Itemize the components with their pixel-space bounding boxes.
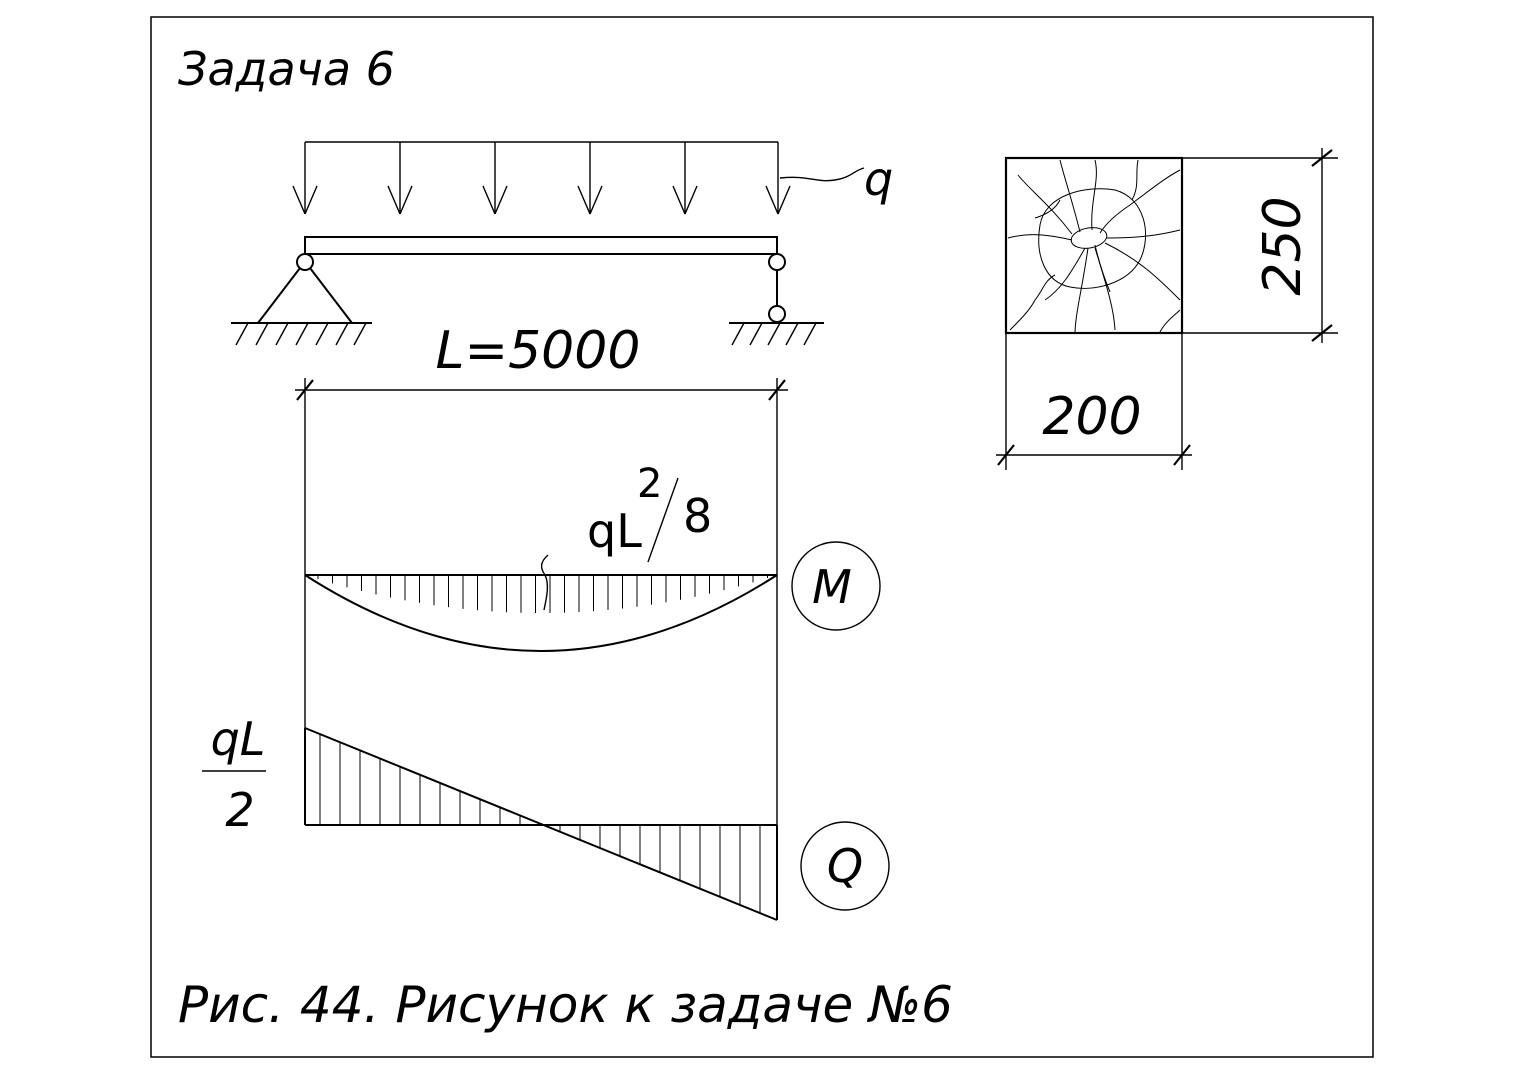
task-title: Задача 6 (178, 42, 395, 96)
moment-formula-base: qL (587, 504, 642, 558)
timber-cross-section (1004, 156, 1184, 335)
load-arrow-head (494, 185, 508, 215)
load-arrow-head (684, 185, 698, 215)
moment-diagram (304, 574, 778, 652)
section-width-label: 200 (1042, 387, 1141, 447)
shear-diagram-marker (800, 821, 890, 911)
load-arrow-head (482, 185, 496, 215)
load-arrow-head (577, 185, 591, 215)
load-arrow-head (304, 185, 318, 215)
shear-diagram-label: Q (827, 839, 863, 893)
figure-caption: Рис. 44. Рисунок к задаче №6 (178, 976, 953, 1034)
roller-support (729, 253, 824, 346)
section-width-dimension (996, 333, 1192, 470)
projection-lines (304, 378, 778, 920)
load-arrow-head (292, 185, 306, 215)
shear-formula-numerator: qL (211, 712, 266, 766)
load-label: q (864, 152, 893, 206)
load-arrow-head (765, 185, 779, 215)
section-height-label: 250 (1253, 196, 1313, 295)
span-dimension-label: L=5000 (436, 321, 641, 381)
load-arrow-head (672, 185, 686, 215)
wood-grain-pattern (1007, 159, 1181, 333)
moment-leader-line (540, 554, 549, 611)
shear-formula-denominator: 2 (225, 783, 254, 837)
load-arrow-head (387, 185, 401, 215)
load-arrow-head (777, 185, 791, 215)
span-dimension-line (295, 379, 788, 401)
moment-formula-exponent: 2 (637, 461, 662, 507)
drawing-frame (150, 16, 1374, 1058)
moment-diagram-marker (791, 541, 881, 631)
load-arrow-head (399, 185, 413, 215)
section-height-dimension (1182, 148, 1338, 343)
load-leader-line (779, 167, 865, 182)
distributed-load (292, 141, 791, 215)
shear-diagram (304, 727, 778, 921)
moment-diagram-label: M (812, 560, 852, 614)
pinned-support (231, 253, 372, 346)
moment-formula-denominator: 8 (683, 489, 712, 543)
load-arrow-head (589, 185, 603, 215)
beam (304, 236, 778, 255)
moment-formula-slash (647, 477, 679, 563)
